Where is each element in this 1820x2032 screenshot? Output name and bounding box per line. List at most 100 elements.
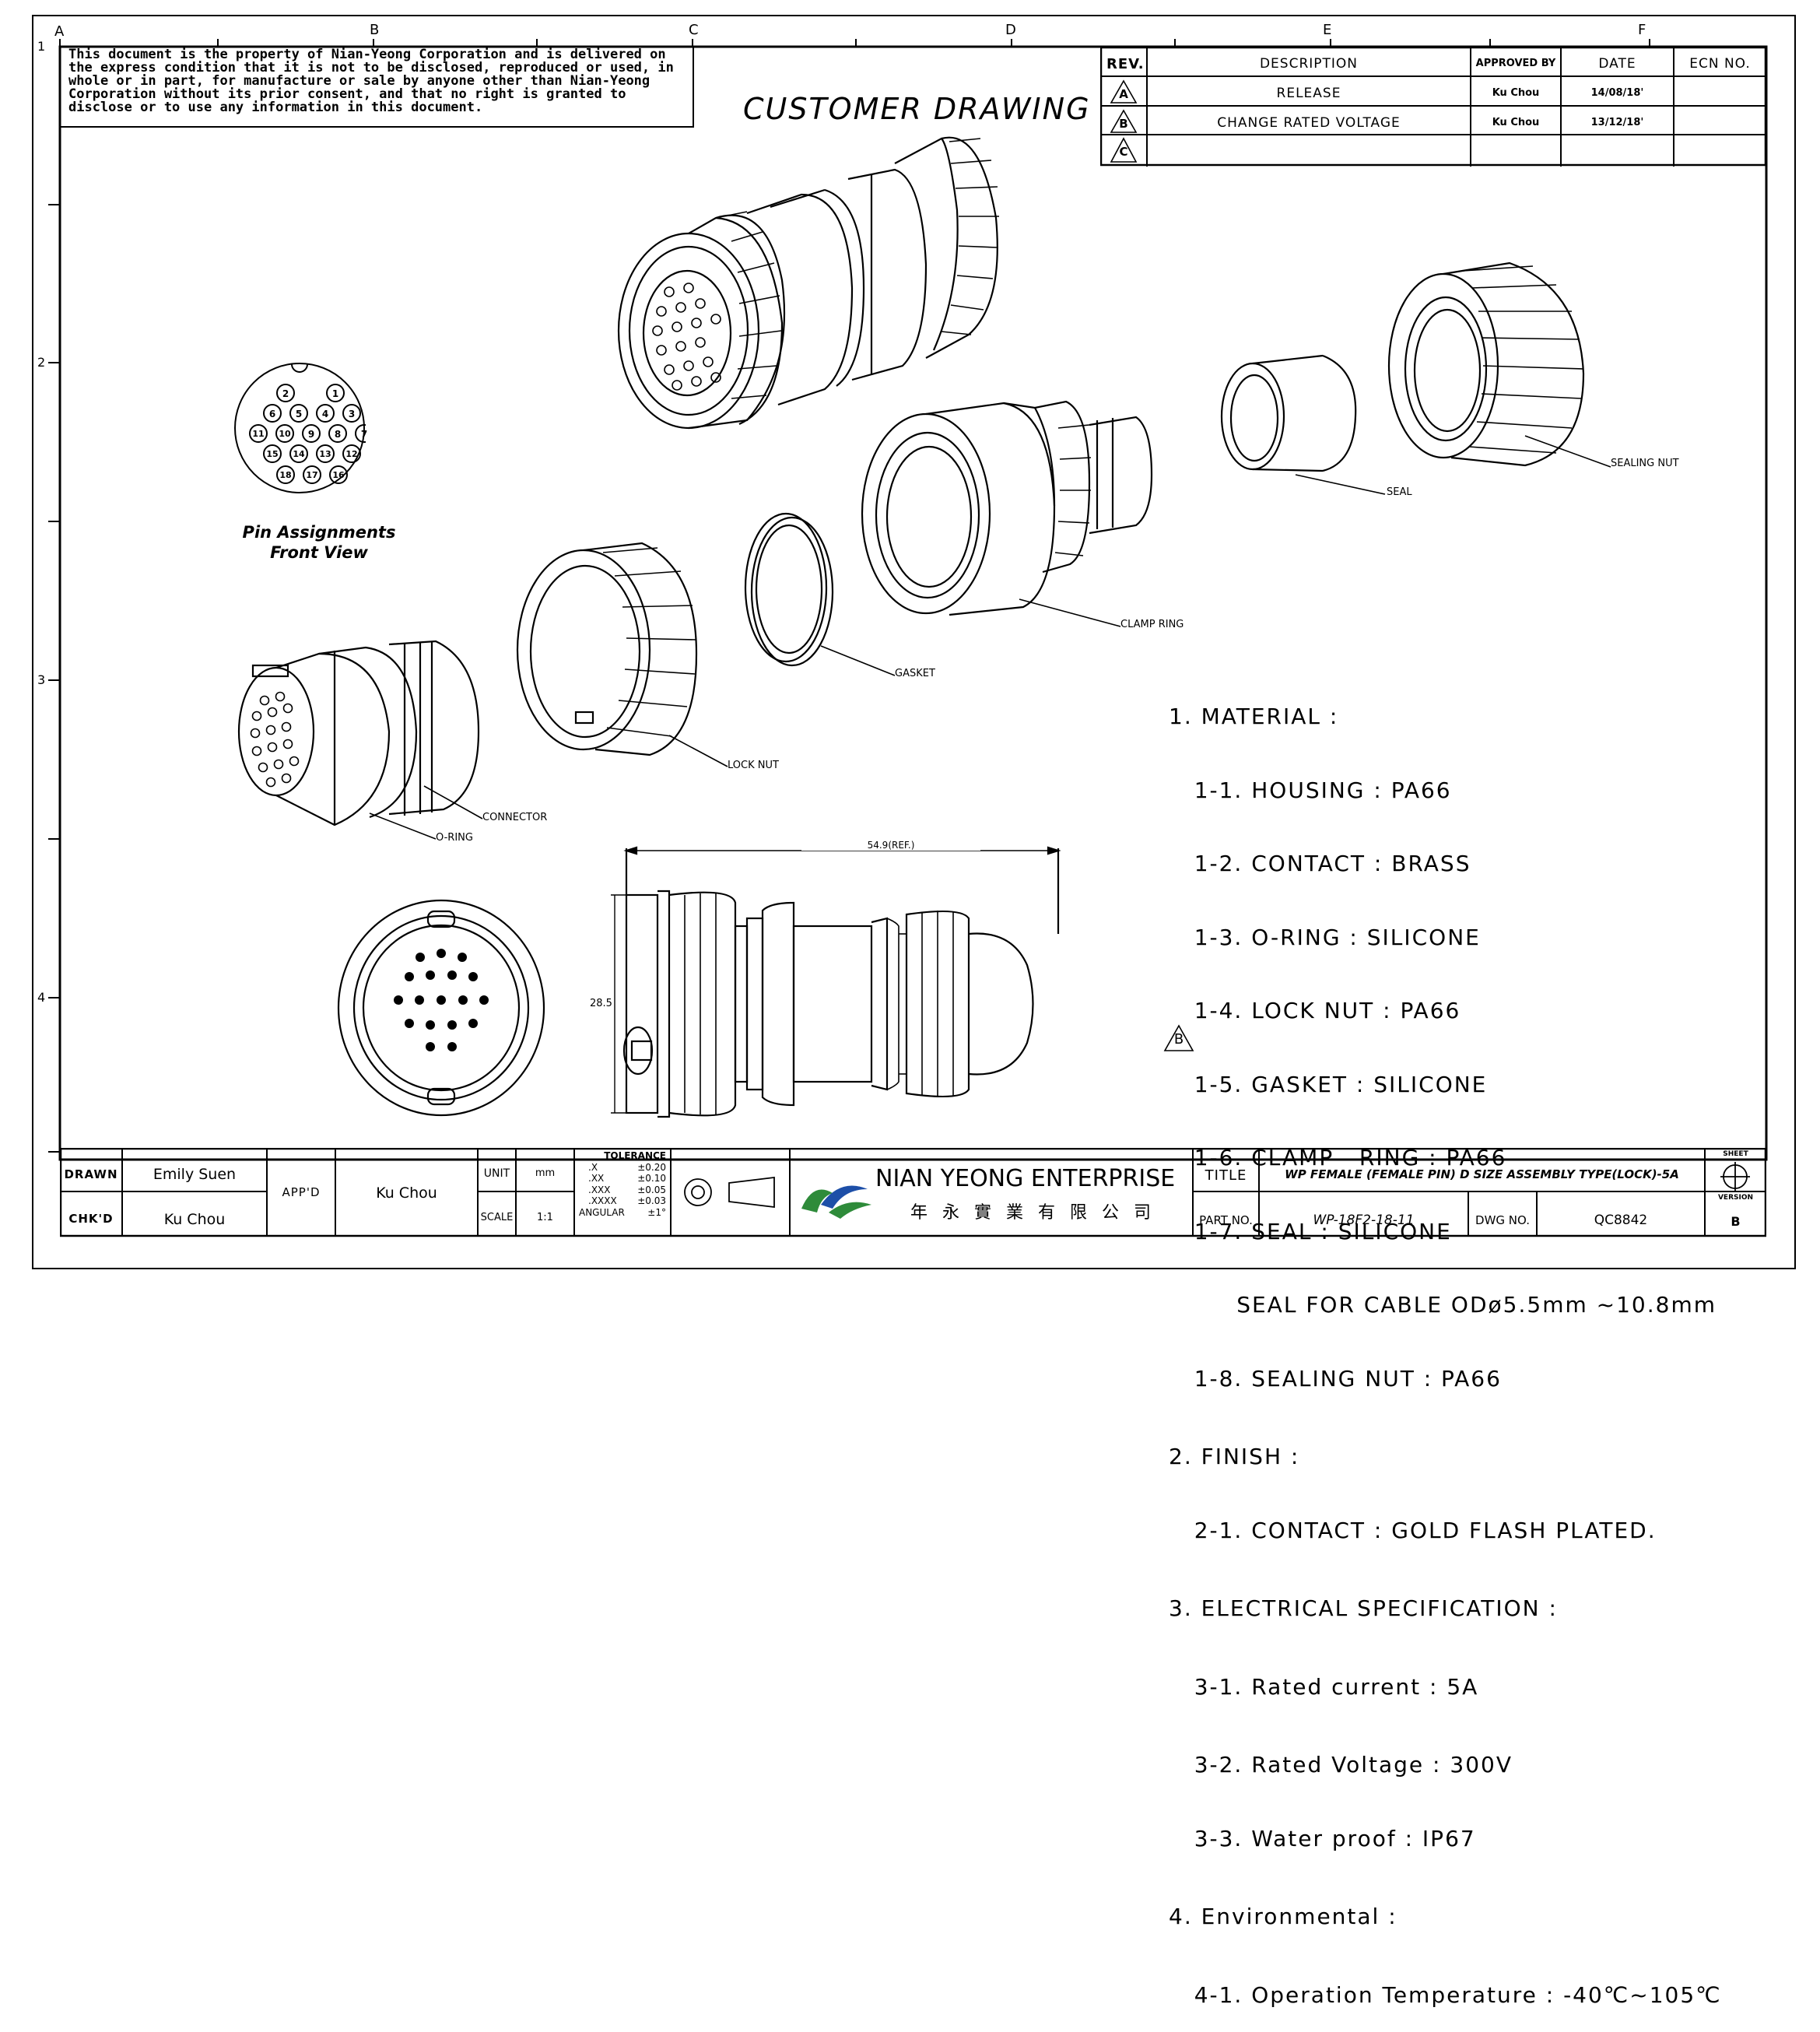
unit-value: mm	[535, 1167, 556, 1179]
tolerance-key: .XXX	[588, 1184, 611, 1195]
title-value: WP FEMALE (FEMALE PIN) D SIZE ASSEMBLY T…	[1285, 1167, 1679, 1181]
note-line: SEAL FOR CABLE ODø5.5mm ~10.8mm	[1169, 1292, 1717, 1318]
tolerance-value: ±0.05	[637, 1184, 666, 1195]
zone-col-d: D	[1005, 22, 1016, 38]
notes-list: 1. MATERIAL : 1-1. HOUSING : PA66 1-2. C…	[1169, 655, 1722, 2032]
pin-circle	[316, 404, 335, 423]
pin-13: 13	[319, 449, 331, 459]
contact-pin	[426, 970, 435, 980]
rev-a-mark: A	[1119, 87, 1128, 101]
chkd-label: CHK'D	[68, 1212, 114, 1226]
scale-label: SCALE	[480, 1212, 514, 1223]
contact-pin	[437, 949, 446, 958]
sealing-nut-part	[1387, 261, 1585, 467]
label-lock-nut: LOCK NUT	[728, 760, 779, 771]
contact-socket	[691, 318, 702, 328]
connector-part	[237, 640, 480, 826]
zone-row-1: 1	[37, 39, 46, 54]
angular-label: ANGULAR	[579, 1206, 625, 1218]
tolerance-title: TOLERANCE	[604, 1150, 666, 1161]
title-label: TITLE	[1205, 1167, 1247, 1184]
seal-part	[1220, 354, 1357, 472]
label-seal: SEAL	[1387, 486, 1412, 498]
contact-pin	[426, 1020, 435, 1030]
note-line: 1-7. SEAL : SILICONE	[1169, 1218, 1452, 1244]
note-line: 3-1. Rated current : 5A	[1169, 1673, 1479, 1700]
note-line: 4-1. Operation Temperature : -40℃~105℃	[1169, 1981, 1722, 2008]
note-line: 1-4. LOCK NUT : PA66	[1169, 998, 1461, 1023]
contact-socket	[703, 356, 714, 367]
pin-circle	[342, 444, 361, 463]
tolerance-value: ±0.10	[637, 1173, 666, 1184]
pin-circle	[355, 424, 366, 443]
revision-triangle-mark	[1163, 1024, 1194, 1051]
appd-value: Ku Chou	[376, 1184, 437, 1202]
drawing-title: CUSTOMER DRAWING	[743, 92, 1091, 126]
pin-label-line2: Front View	[270, 543, 368, 562]
contact-pin	[394, 995, 403, 1005]
pin-circle	[289, 444, 308, 463]
zone-row-2: 2	[37, 355, 46, 370]
contact-socket	[656, 306, 667, 317]
tolerance-value: ±0.20	[637, 1161, 666, 1173]
chkd-value: Ku Chou	[163, 1211, 226, 1228]
rev-b-mark: B	[1119, 117, 1128, 131]
pin-18: 18	[279, 470, 292, 480]
pin-6: 6	[268, 409, 276, 419]
note-line: 4. Environmental :	[1169, 1904, 1397, 1929]
title-block-grid	[60, 1148, 1766, 1237]
company-logo	[801, 1185, 871, 1219]
contact-pin	[426, 1042, 435, 1051]
zone-col-b: B	[370, 22, 380, 38]
rev-header-ecn: ECN NO.	[1689, 56, 1751, 72]
contact-socket	[273, 759, 284, 770]
pin-circle	[316, 444, 335, 463]
note-line: 1-1. HOUSING : PA66	[1169, 777, 1452, 803]
contact-pin	[447, 1020, 457, 1030]
pin-circle	[303, 465, 321, 484]
contact-socket	[282, 739, 293, 749]
part-no-value: WP-18F2-18-11	[1313, 1213, 1415, 1228]
pin-circle	[326, 384, 345, 402]
angular-value: ±1°	[647, 1206, 666, 1218]
sheet-label: SHEET	[1723, 1150, 1748, 1158]
clamp-ring-part	[861, 400, 1153, 616]
contact-socket	[282, 703, 293, 714]
pin-5: 5	[295, 409, 303, 419]
note-line: 1-3. O-RING : SILICONE	[1169, 924, 1481, 950]
contact-socket	[267, 742, 278, 753]
note-line: 1. MATERIAL :	[1169, 704, 1339, 729]
contact-socket	[710, 314, 721, 325]
label-sealing-nut: SEALING NUT	[1611, 458, 1679, 469]
contact-socket	[710, 372, 721, 383]
contact-socket	[683, 360, 694, 371]
note-line: 1-2. CONTACT : BRASS	[1169, 851, 1471, 876]
contact-pin	[447, 1042, 457, 1051]
contact-socket	[265, 777, 276, 788]
revision-table-grid	[1100, 47, 1766, 167]
pin-label-line1: Pin Assignments	[242, 523, 396, 542]
rev-header-approved: APPROVED BY	[1475, 58, 1556, 69]
note-line: 1-8. SEALING NUT : PA66	[1169, 1365, 1502, 1392]
drawing-frame	[32, 15, 1796, 1269]
contact-socket	[672, 380, 682, 391]
version-label: VERSION	[1717, 1194, 1754, 1202]
contact-pin	[437, 995, 446, 1005]
dimension-diameter: 28.5	[590, 998, 612, 1009]
tolerance-key: .X	[588, 1161, 598, 1173]
contact-socket	[652, 325, 663, 336]
side-view	[611, 846, 1061, 1118]
contact-pin	[447, 970, 457, 980]
tolerance-row: .XXX ±0.05	[574, 1184, 671, 1196]
zone-col-f: F	[1638, 22, 1646, 38]
pin-circle	[263, 444, 282, 463]
lock-nut-part	[516, 542, 698, 756]
contact-socket	[664, 364, 675, 375]
contact-socket	[683, 283, 694, 293]
contact-pin	[458, 953, 467, 962]
pin-circle	[249, 424, 268, 443]
pin-circle	[263, 404, 282, 423]
pin-12: 12	[345, 449, 358, 459]
tolerance-block: TOLERANCE .X±0.20 .XX±0.10 .XXX±0.05 .XX…	[574, 1150, 671, 1218]
contact-socket	[258, 762, 268, 773]
